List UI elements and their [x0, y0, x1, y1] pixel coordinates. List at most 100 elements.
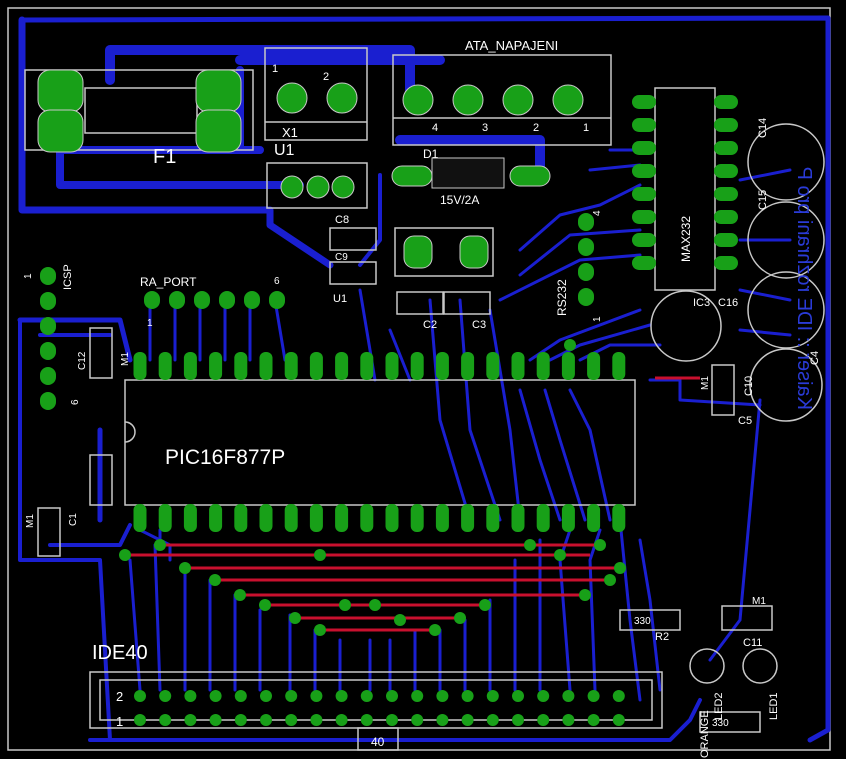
ide-pin-pad [562, 690, 575, 702]
ide-pin-pad [537, 714, 550, 726]
ide-pin-pad [234, 714, 247, 726]
max232-pin-pad [632, 95, 656, 109]
power-pin1: 1 [583, 122, 589, 134]
max232-pin-pad [714, 210, 738, 224]
power-pin4: 4 [432, 122, 438, 134]
mcu-pin-pad [158, 504, 172, 532]
mcu-pin-pad [385, 352, 399, 380]
max232-pin-pad [714, 141, 738, 155]
orange-label: ORANGE [699, 710, 711, 758]
vias [119, 339, 626, 636]
fuse-pad [37, 69, 84, 113]
c12-value: M1 [120, 352, 131, 366]
via [429, 624, 441, 636]
terminal-pad [452, 84, 484, 116]
ide-pin-pad [310, 714, 323, 726]
icsp-label: ICSP [62, 264, 74, 290]
ide-pin-pad [486, 714, 499, 726]
ide-pin-pad [436, 690, 449, 702]
ide-pin-pad [587, 714, 600, 726]
via [604, 574, 616, 586]
mcu-pin-pad [259, 352, 273, 380]
terminal-pad [276, 82, 308, 114]
mcu-pin-pad [284, 352, 298, 380]
regulator-pad [306, 175, 330, 199]
ide-pin-pad [411, 714, 424, 726]
max232-pin-pad [714, 256, 738, 270]
via [209, 574, 221, 586]
icsp-pin-pad [40, 292, 56, 310]
ide-pin-pad [461, 690, 474, 702]
max232-pin-pad [632, 118, 656, 132]
via [119, 549, 131, 561]
ra-port-pin-pad [194, 291, 210, 309]
mcu-label: PIC16F877P [165, 446, 285, 469]
via [454, 612, 466, 624]
ide-pin-pad [562, 714, 575, 726]
ide-pin1: 1 [116, 714, 123, 729]
diode-pad [391, 165, 433, 187]
via [479, 599, 491, 611]
diode-value: 15V/2A [440, 193, 479, 207]
regulator-pad [331, 175, 355, 199]
regulator-pad [280, 175, 304, 199]
ide-pin-pad [512, 714, 524, 726]
max232-label: MAX232 [679, 216, 693, 262]
via [179, 562, 191, 574]
ide-pin-pad [386, 714, 398, 726]
ide-pin-pad [234, 690, 247, 702]
ide-pin-pad [285, 690, 298, 702]
c14-label: C14 [757, 118, 769, 138]
c11-value: M1 [752, 596, 766, 607]
ide-pin-pad [134, 714, 146, 726]
via [369, 599, 381, 611]
ide-pin-pad [512, 690, 524, 702]
ide-pin-pad [411, 690, 424, 702]
mcu-pin-pad [536, 504, 550, 532]
c10-label: C10 [743, 376, 755, 396]
rs232-pin-pad [578, 238, 594, 256]
via [564, 339, 576, 351]
power-connector-label: ATA_NAPAJENI [465, 38, 558, 53]
regulator-alt-label: U1 [333, 293, 347, 305]
ide-pin-pad [184, 714, 197, 726]
mcu-pin-pad [511, 504, 525, 532]
via [314, 549, 326, 561]
icsp-pin6: 6 [70, 399, 81, 405]
top-copper-layer [125, 376, 700, 632]
rs232-label: RS232 [555, 279, 569, 316]
rs232-pin-pad [578, 213, 594, 231]
mcu-pin-pad [234, 352, 248, 380]
fuse-pad [37, 109, 84, 153]
rs232-pin-pad [578, 288, 594, 306]
via [594, 539, 606, 551]
ide-pin-pad [612, 690, 625, 702]
r1-value: 330 [712, 718, 729, 729]
mcu-pin-pad [309, 504, 323, 532]
fuse-pad [195, 69, 242, 113]
x1-pin2: 2 [323, 71, 329, 83]
via [554, 549, 566, 561]
terminal-pad [402, 84, 434, 116]
mcu-pin-pad [561, 504, 575, 532]
terminal-pad [326, 82, 358, 114]
ide-pin-pad [587, 690, 600, 702]
r2-label: R2 [655, 631, 669, 643]
fuse-pad [195, 109, 242, 153]
c5-label: C5 [738, 415, 752, 427]
ide-pin-pad [537, 690, 550, 702]
ide-pin-pad [260, 714, 272, 726]
c11-label: C11 [743, 637, 762, 649]
crystal-pad [459, 235, 489, 269]
terminal-pad [552, 84, 584, 116]
max232-pin-pad [632, 210, 656, 224]
mcu-pin-pad [410, 504, 424, 532]
ide-pin-pad [486, 690, 499, 702]
via [154, 539, 166, 551]
max232-pin-pad [714, 164, 738, 178]
ide-pin-pad [134, 690, 146, 702]
ra-port-pin-pad [219, 291, 235, 309]
rs232-pin-pad [578, 263, 594, 281]
mcu-pin-pad [612, 352, 626, 380]
